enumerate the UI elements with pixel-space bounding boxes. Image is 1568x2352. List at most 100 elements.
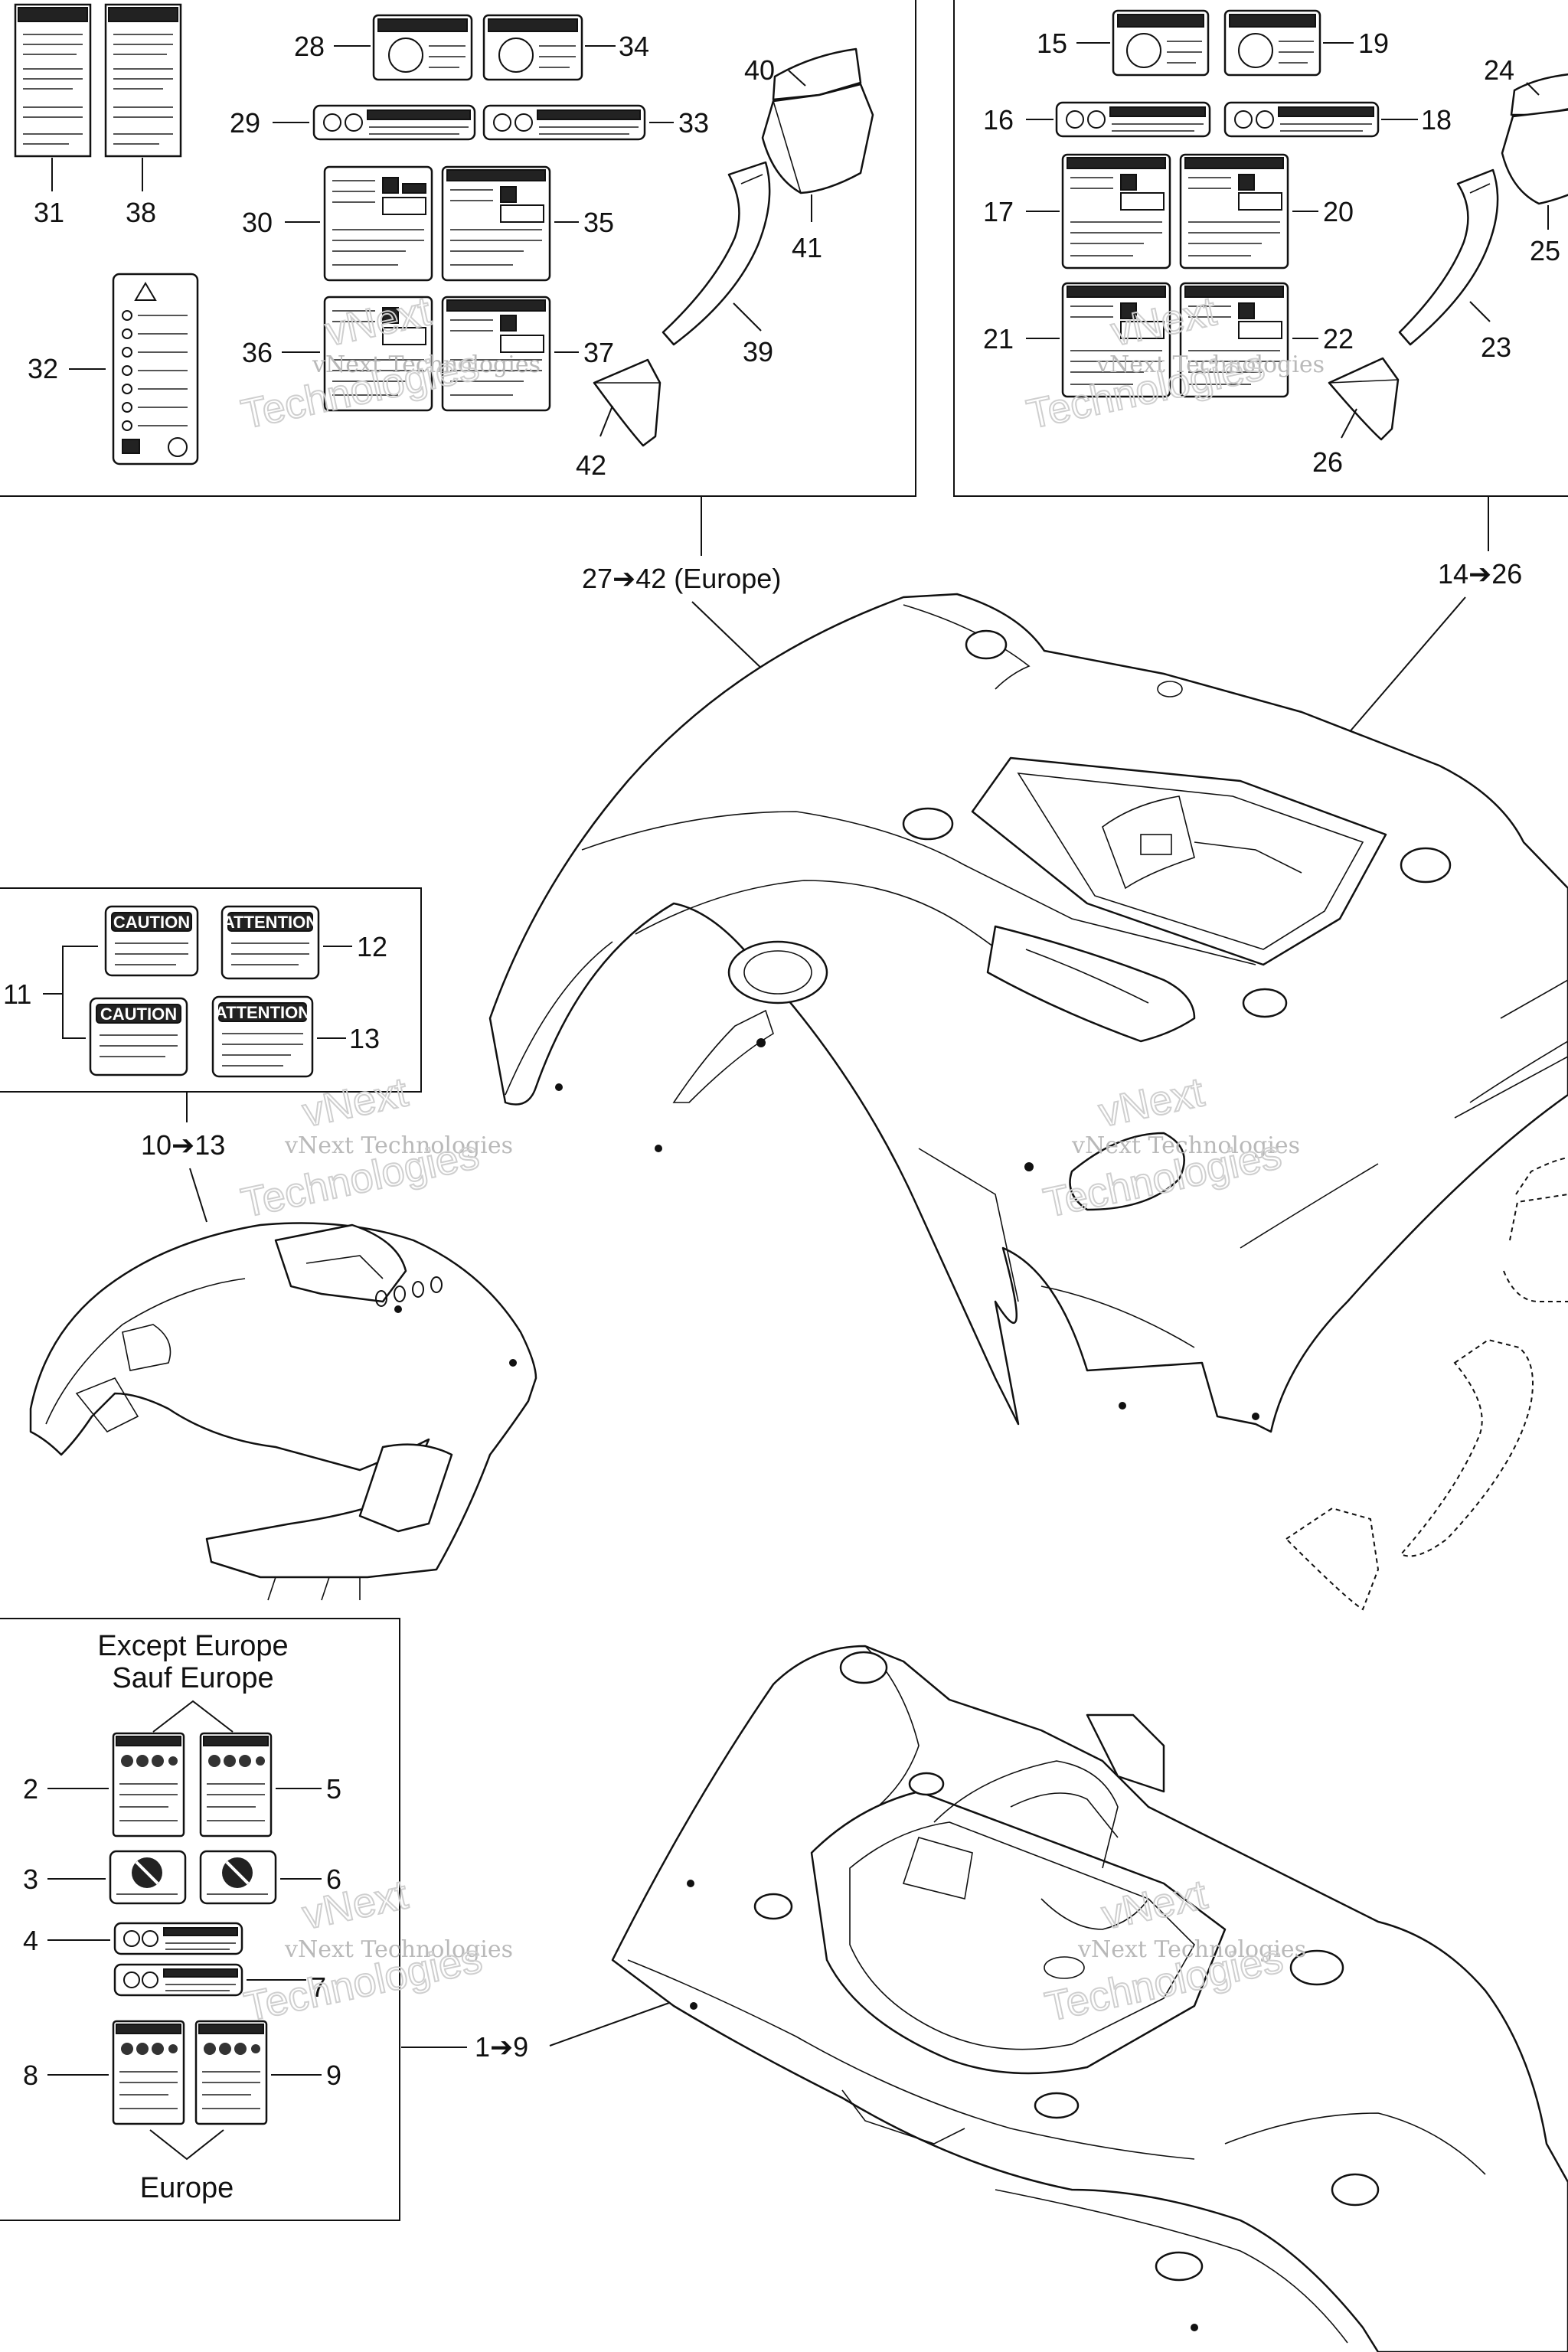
- decal-38: [104, 3, 182, 158]
- callout-28: 28: [294, 31, 325, 62]
- attention-label-1: ATTENTION: [223, 913, 318, 932]
- heading-europe: Europe: [140, 2172, 234, 2204]
- decal-20: [1179, 153, 1289, 270]
- part-24-25: [1501, 73, 1568, 205]
- attention-label-2: ATTENTION: [215, 1003, 310, 1022]
- part-23: [1398, 168, 1499, 346]
- callout-37: 37: [583, 337, 614, 368]
- heading-except-europe: Except Europe: [97, 1630, 288, 1662]
- callout-33: 33: [678, 107, 709, 139]
- part-40-41: [761, 47, 874, 194]
- box-caution-decals: [0, 887, 422, 1093]
- decal-16: [1055, 101, 1211, 138]
- callout-8: 8: [23, 2060, 38, 2091]
- front-fender: [29, 1222, 537, 1601]
- decal-31: [14, 3, 92, 158]
- callout-34: 34: [619, 31, 649, 62]
- decal-9: [194, 2020, 268, 2125]
- decal-28: [372, 14, 473, 81]
- callout-11: 11: [3, 978, 31, 1010]
- callout-39: 39: [743, 336, 773, 368]
- watermark-4-small: vNext Technologies: [1071, 1132, 1300, 1159]
- caution-label-2: CAUTION: [100, 1004, 177, 1024]
- callout-29: 29: [230, 107, 260, 139]
- box-europe-decals-top-left: [0, 0, 916, 497]
- callout-1-9: 1➔9: [475, 2031, 528, 2063]
- watermark-1-small: vNext Technologies: [312, 351, 541, 378]
- watermark-3-line1: vNext: [299, 1069, 412, 1135]
- rear-fender: [488, 593, 1568, 1433]
- callout-21: 21: [983, 323, 1014, 354]
- callout-36: 36: [242, 337, 273, 368]
- decal-5: [199, 1732, 273, 1838]
- callout-32: 32: [28, 353, 58, 384]
- decal-18: [1223, 101, 1380, 138]
- callout-17: 17: [983, 196, 1014, 227]
- decal-attention-13: ATTENTION: [211, 995, 314, 1078]
- decal-21: [1061, 282, 1171, 398]
- callout-16: 16: [983, 104, 1014, 136]
- callout-9: 9: [326, 2060, 341, 2091]
- decal-attention-12: ATTENTION: [220, 905, 320, 980]
- decal-32: [112, 273, 199, 466]
- callout-24: 24: [1484, 54, 1514, 86]
- callout-18: 18: [1421, 104, 1452, 136]
- decal-29: [312, 104, 476, 141]
- box-safety-decals-bottom: [0, 1618, 400, 2221]
- callout-15: 15: [1037, 28, 1067, 59]
- part-42: [593, 358, 662, 447]
- callout-13: 13: [349, 1023, 380, 1054]
- decal-caution-bottom: CAUTION: [89, 997, 188, 1076]
- callout-38: 38: [126, 197, 156, 228]
- decal-6: [199, 1850, 277, 1905]
- callout-5: 5: [326, 1773, 341, 1805]
- callout-23: 23: [1481, 332, 1511, 363]
- front-body-fender: [611, 1645, 1568, 2352]
- callout-42: 42: [576, 449, 606, 481]
- callout-6: 6: [326, 1864, 341, 1895]
- box-decals-top-right: [953, 0, 1568, 497]
- decal-4: [113, 1922, 243, 1955]
- decal-19: [1223, 9, 1321, 77]
- callout-26: 26: [1312, 446, 1343, 478]
- heading-sauf-europe: Sauf Europe: [112, 1662, 273, 1694]
- callout-22: 22: [1323, 323, 1354, 354]
- decal-33: [482, 104, 646, 141]
- callout-20: 20: [1323, 196, 1354, 227]
- decal-15: [1112, 9, 1210, 77]
- callout-40: 40: [744, 54, 775, 86]
- decal-2: [112, 1732, 185, 1838]
- watermark-6-small: vNext Technologies: [1077, 1936, 1306, 1963]
- watermark-3: vNext vNext Technologies Technologies: [237, 1068, 513, 1227]
- callout-2: 2: [23, 1773, 38, 1805]
- decal-36: [323, 296, 433, 412]
- part-39: [662, 161, 771, 346]
- decal-caution-top: CAUTION: [104, 905, 199, 977]
- decal-34: [482, 14, 583, 81]
- watermark-3-small: vNext Technologies: [284, 1132, 513, 1159]
- callout-31: 31: [34, 197, 64, 228]
- decal-17: [1061, 153, 1171, 270]
- callout-14-26: 14➔26: [1438, 558, 1522, 590]
- decal-8: [112, 2020, 185, 2125]
- ghost-decal-parts: [1285, 1157, 1568, 1611]
- watermark-5: vNext vNext Technologies Technologies: [240, 1870, 513, 2030]
- watermark-2-small: vNext Technologies: [1096, 351, 1325, 378]
- decal-7: [113, 1963, 243, 1997]
- decal-30: [323, 165, 433, 282]
- decal-37: [441, 296, 551, 412]
- callout-19: 19: [1358, 28, 1389, 59]
- caution-label-1: CAUTION: [113, 913, 190, 932]
- callout-30: 30: [242, 207, 273, 238]
- callout-41: 41: [792, 232, 822, 263]
- callout-3: 3: [23, 1864, 38, 1895]
- callout-10-13: 10➔13: [141, 1129, 225, 1161]
- callout-35: 35: [583, 207, 614, 238]
- part-26: [1328, 357, 1400, 441]
- decal-3: [109, 1850, 187, 1905]
- callout-7: 7: [311, 1971, 326, 2003]
- callout-12: 12: [357, 931, 387, 962]
- callout-4: 4: [23, 1925, 38, 1956]
- watermark-5-small: vNext Technologies: [284, 1936, 513, 1963]
